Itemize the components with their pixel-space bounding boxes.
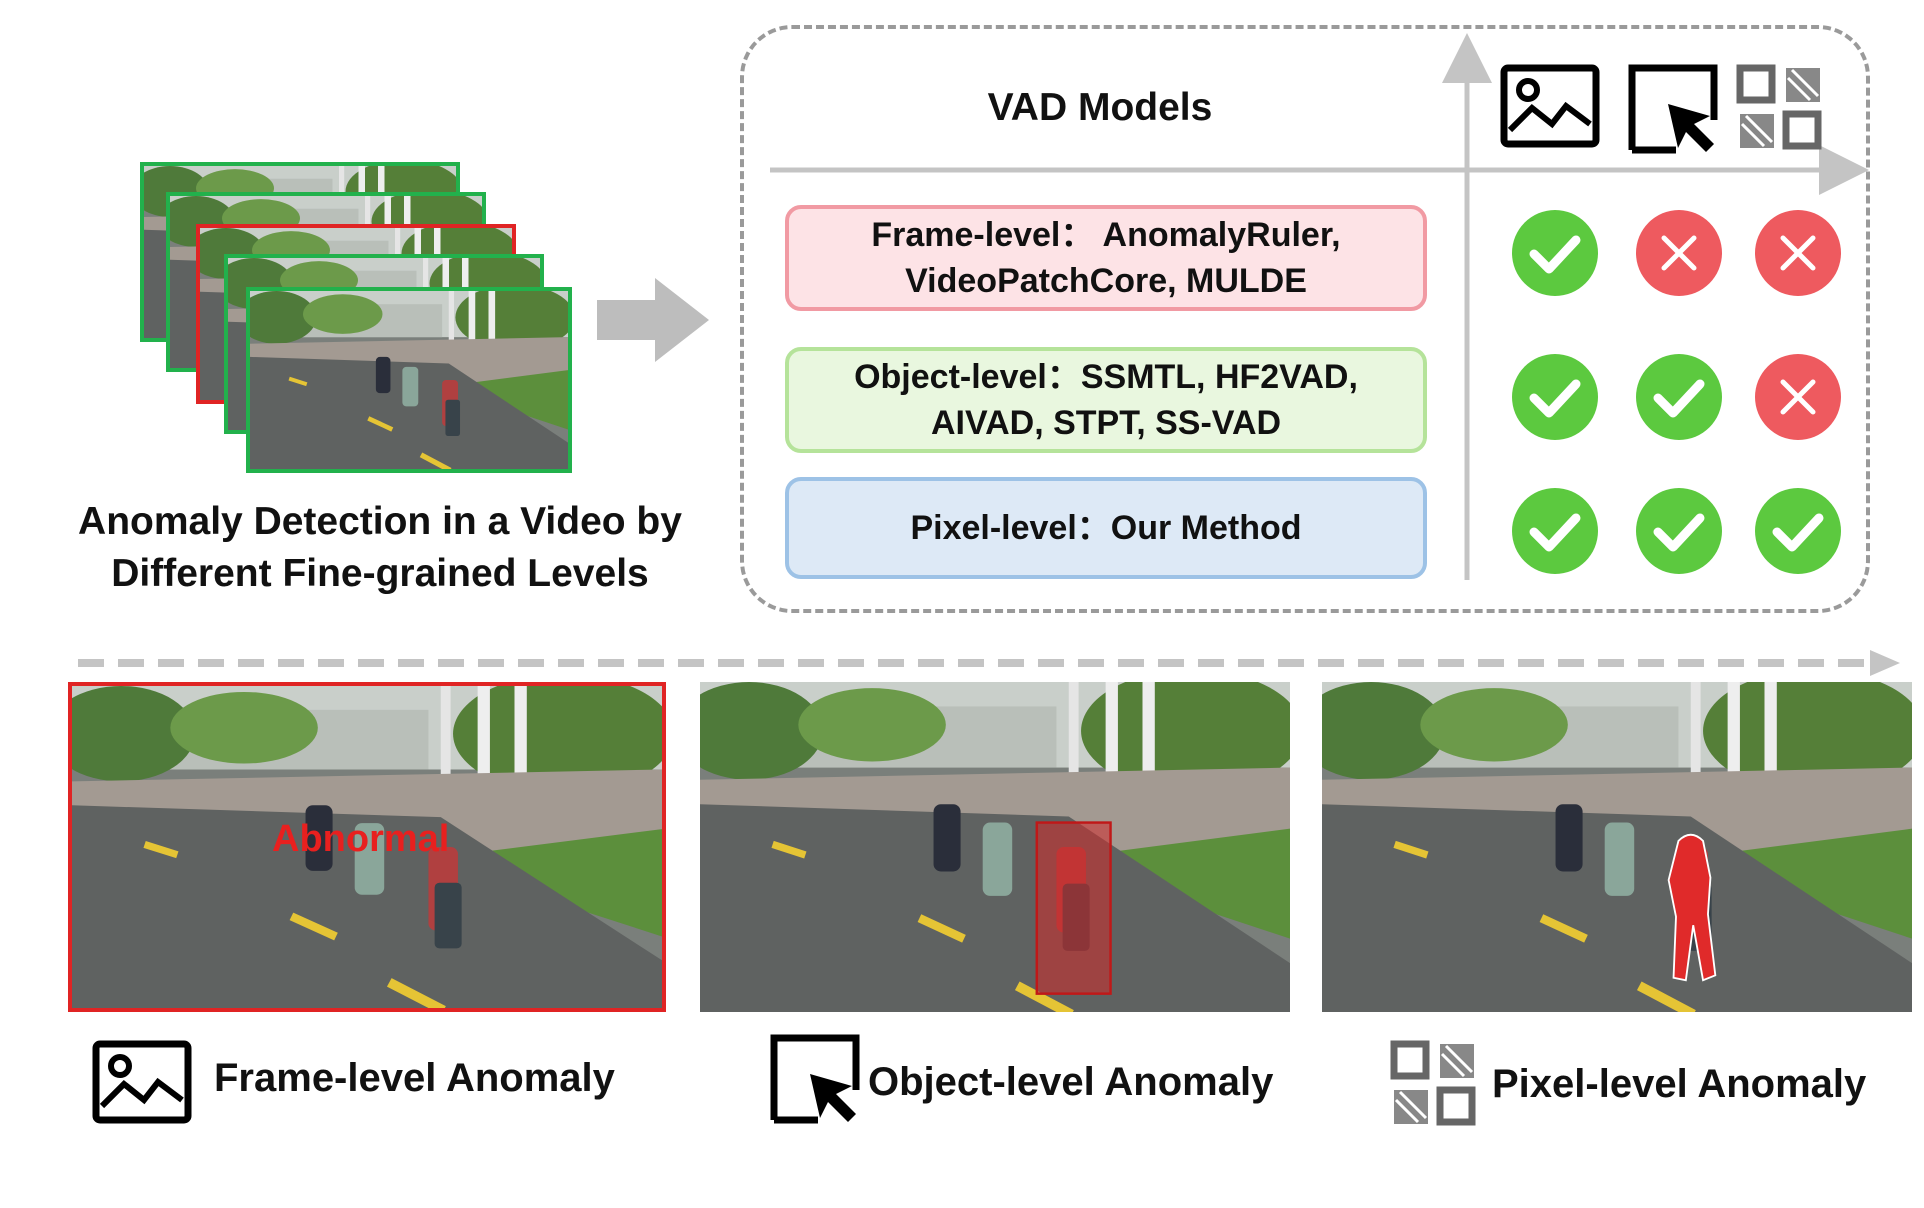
- left-caption: Anomaly Detection in a Video by Differen…: [40, 496, 720, 600]
- pixel-row-check-icon: [1755, 488, 1841, 574]
- frame-row-cross-icon: [1636, 210, 1722, 296]
- frame-level-line1: Frame-level： AnomalyRuler,: [871, 216, 1341, 254]
- object-level-line1: Object-level：SSMTL, HF2VAD,: [854, 358, 1358, 396]
- abnormal-label: Abnormal: [272, 818, 450, 860]
- object-level-models-box: Object-level：SSMTL, HF2VAD, AIVAD, STPT,…: [785, 347, 1427, 453]
- image-icon: [1500, 64, 1600, 148]
- pixel-level-example-image: [1322, 682, 1912, 1012]
- object-level-cursor-icon: [770, 1034, 860, 1124]
- object-level-anomaly-label: Object-level Anomaly: [868, 1060, 1274, 1104]
- frame-level-anomaly-label: Frame-level Anomaly: [214, 1056, 615, 1100]
- pixel-grid-icon: [1736, 64, 1822, 150]
- pixel-level-line1: Pixel-level：Our Method: [910, 509, 1302, 547]
- object-row-check-icon: [1636, 354, 1722, 440]
- pixel-row-check-icon: [1512, 488, 1598, 574]
- object-level-example-image: [700, 682, 1290, 1012]
- frame-level-line2: VideoPatchCore, MULDE: [905, 262, 1307, 300]
- frame-row-check-icon: [1512, 210, 1598, 296]
- vad-models-title: VAD Models: [987, 86, 1213, 129]
- left-caption-line2: Different Fine-grained Levels: [111, 552, 649, 595]
- frame-level-models-box: Frame-level： AnomalyRuler, VideoPatchCor…: [785, 205, 1427, 311]
- vad-models-panel: [740, 25, 1870, 613]
- object-row-check-icon: [1512, 354, 1598, 440]
- progression-arrow: [78, 650, 1900, 676]
- frame-level-image-icon: [92, 1040, 192, 1124]
- panel-axes: [770, 33, 1869, 580]
- flow-arrow-icon: [597, 278, 709, 362]
- object-level-line2: AIVAD, STPT, SS-VAD: [930, 404, 1282, 442]
- frame-level-example-image: [68, 682, 666, 1012]
- pixel-level-models-box: Pixel-level：Our Method: [785, 477, 1427, 579]
- pixel-row-check-icon: [1636, 488, 1722, 574]
- video-frame-5: [246, 287, 572, 473]
- pixel-level-grid-icon: [1390, 1040, 1476, 1126]
- frame-row-cross-icon: [1755, 210, 1841, 296]
- pixel-level-anomaly-label: Pixel-level Anomaly: [1492, 1062, 1867, 1106]
- object-row-cross-icon: [1755, 354, 1841, 440]
- left-caption-line1: Anomaly Detection in a Video by: [78, 500, 682, 543]
- cursor-select-icon: [1628, 64, 1718, 154]
